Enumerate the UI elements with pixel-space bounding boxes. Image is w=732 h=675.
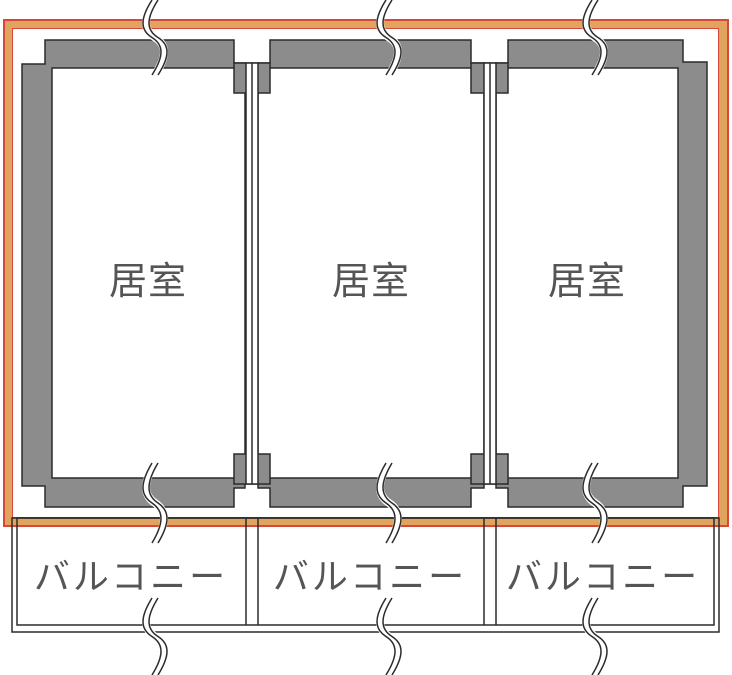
break-gap-5 [376,460,402,546]
break-line-7-1 [142,597,162,675]
party-walls [245,62,497,485]
break-gap-4 [142,460,168,546]
break-line-3-1 [582,0,602,76]
balcony-label-2: バルコニー [273,557,467,598]
break-line-1-2 [148,0,168,76]
break-line-9-2 [588,597,608,675]
break-gap-8 [376,595,402,675]
room-label-3: 居室 [548,259,626,303]
break-gap-7 [142,595,168,675]
break-gap-9 [582,595,608,675]
break-line-2-1 [376,0,396,76]
break-line-4-2 [148,462,168,544]
room-label-1: 居室 [109,259,187,303]
break-gap-3 [582,0,608,78]
break-line-6-1 [582,462,602,544]
break-line-3-2 [588,0,608,76]
room-label-2: 居室 [332,259,410,303]
balcony-outline [11,517,720,633]
balcony-label-1: バルコニー [34,557,228,598]
break-line-1-1 [142,0,162,76]
break-line-4-1 [142,462,162,544]
break-marks [142,0,608,675]
break-gap-6 [582,460,608,546]
break-line-2-2 [382,0,402,76]
balcony-label-3: バルコニー [506,557,700,598]
break-line-8-2 [382,597,402,675]
building-boundary [3,19,729,527]
break-gap-2 [376,0,402,78]
break-line-7-2 [148,597,168,675]
break-line-8-1 [376,597,396,675]
break-gap-1 [142,0,168,78]
break-line-5-2 [382,462,402,544]
break-line-9-1 [582,597,602,675]
break-line-6-2 [588,462,608,544]
break-line-5-1 [376,462,396,544]
